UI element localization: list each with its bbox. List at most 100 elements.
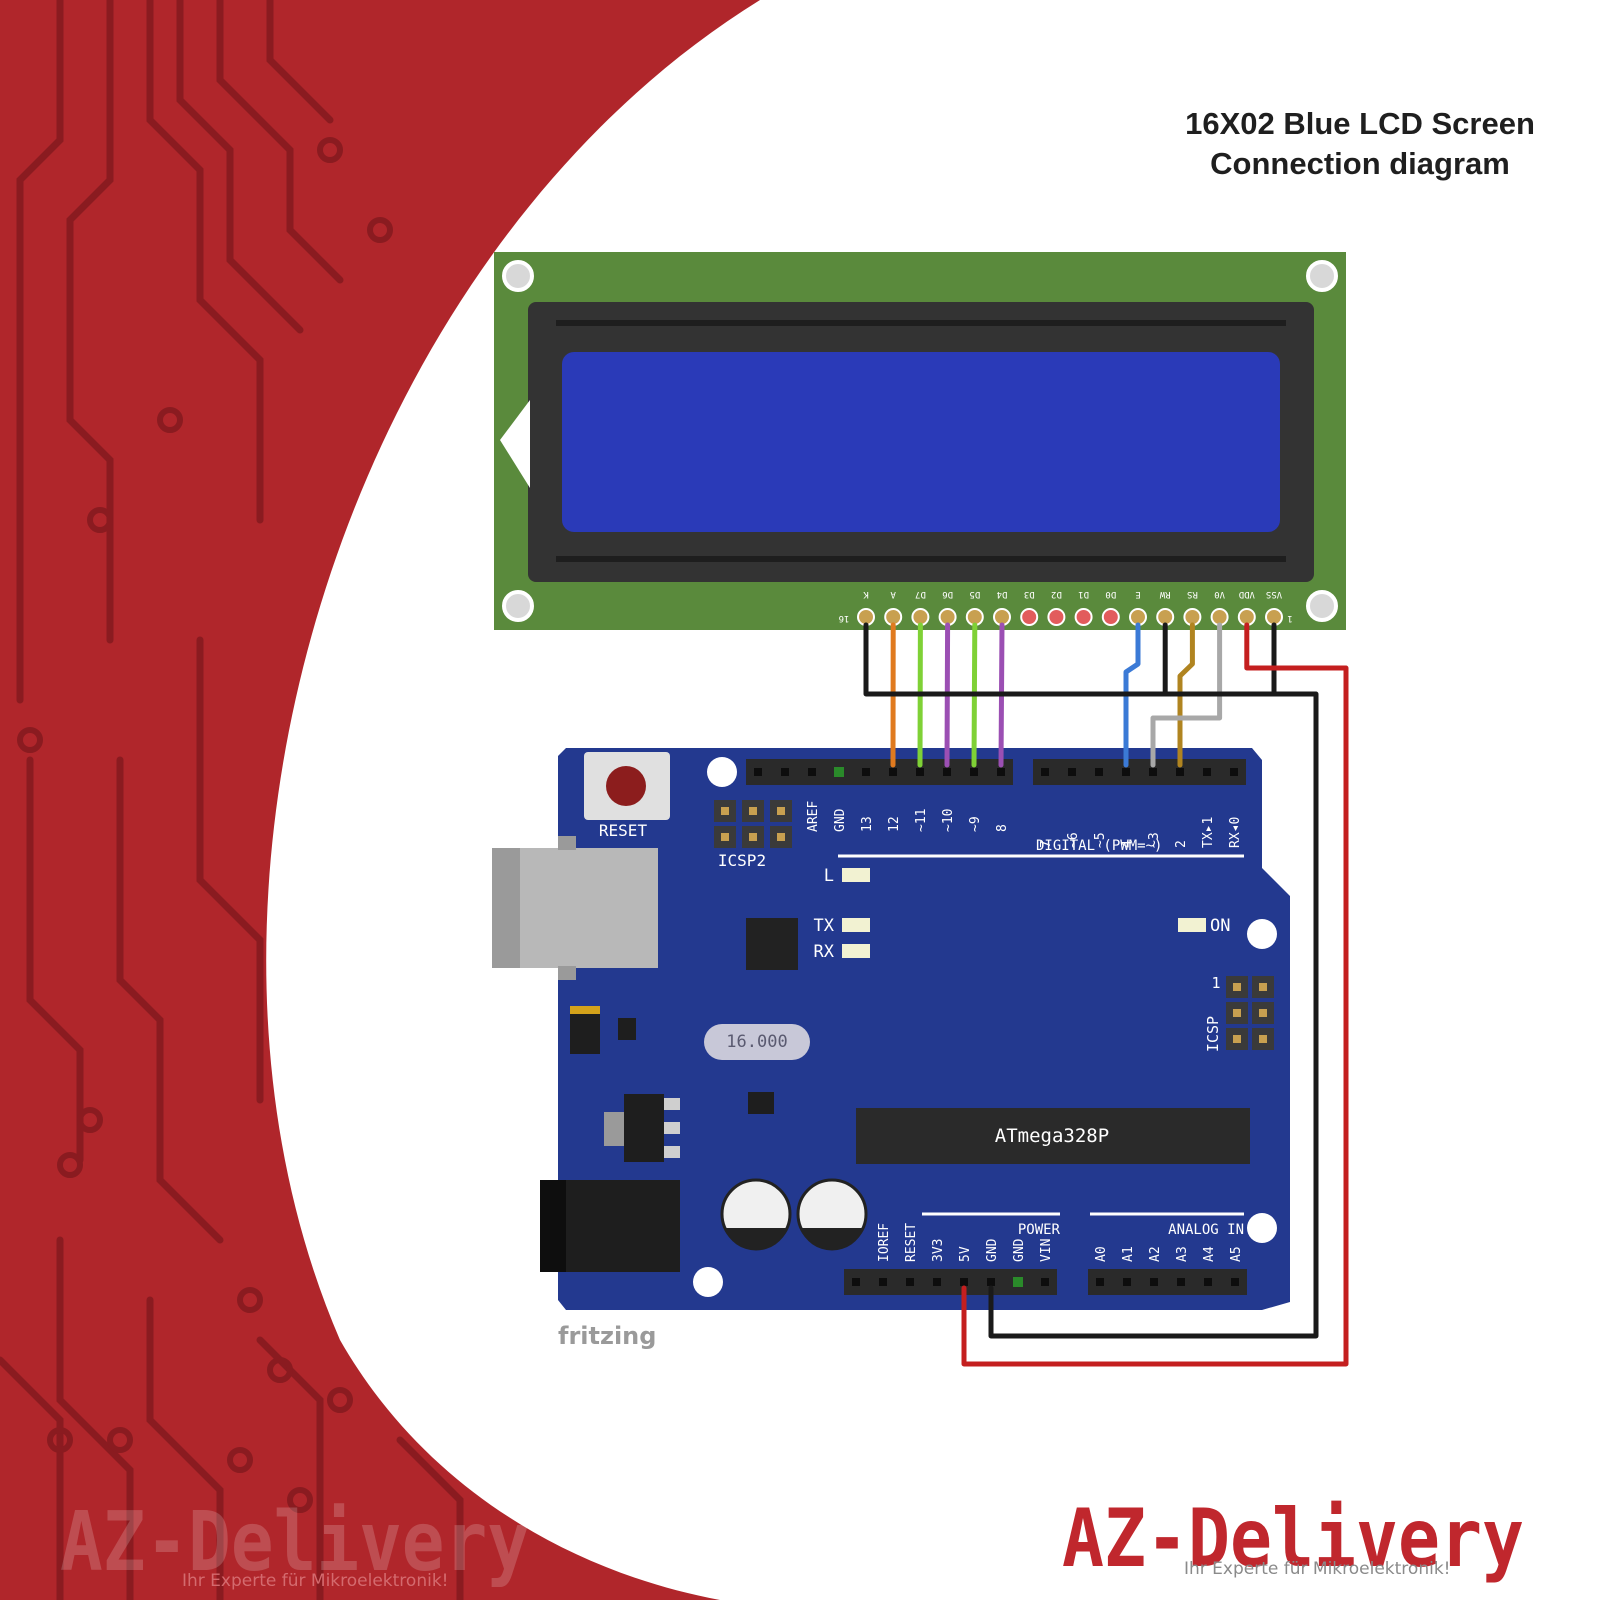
- pcb-via: [57, 1152, 83, 1178]
- regulator-leg: [664, 1146, 680, 1158]
- header-pin[interactable]: [970, 768, 978, 776]
- capacitor-band: [800, 1228, 864, 1251]
- arduino-pin-label: GND: [985, 1238, 1000, 1262]
- lcd-pin-label: K: [863, 589, 869, 599]
- led-tx-label: TX: [814, 916, 835, 936]
- pcb-trace: [266, 0, 334, 124]
- arduino-pin-label: ~3: [1147, 832, 1162, 848]
- lcd-pin-label: D3: [1024, 589, 1035, 599]
- arduino-pin-label: TX▸1: [1201, 817, 1216, 848]
- pcb-via: [17, 727, 43, 753]
- lcd-mount-hole: [1306, 260, 1338, 292]
- pcb-trace: [196, 636, 264, 1104]
- header-pin[interactable]: [1204, 1278, 1212, 1286]
- header-pin[interactable]: [960, 1278, 968, 1286]
- arduino-pin-label: ~5: [1093, 832, 1108, 848]
- header-pin[interactable]: [852, 1278, 860, 1286]
- lcd-pin-label: E: [1135, 589, 1140, 599]
- header-pin[interactable]: [987, 1278, 995, 1286]
- header-pin[interactable]: [906, 1278, 914, 1286]
- header-pin[interactable]: [1123, 1278, 1131, 1286]
- pcb-via: [227, 1447, 253, 1473]
- transistor: [618, 1018, 636, 1040]
- header-pin[interactable]: [754, 768, 762, 776]
- led-on-label: ON: [1210, 916, 1230, 936]
- power-header: [844, 1269, 1057, 1295]
- header-pin[interactable]: [1150, 1278, 1158, 1286]
- lcd-pin-number-first: 16: [839, 613, 850, 623]
- lcd-screen: [562, 352, 1280, 532]
- pcb-trace: [176, 0, 304, 334]
- pcb-trace: [16, 0, 64, 704]
- pcb-via: [157, 407, 183, 433]
- led-rx-label: RX: [814, 942, 835, 962]
- header-pin[interactable]: [916, 768, 924, 776]
- lcd-pin: [1047, 608, 1066, 626]
- arduino-pin-label: 5V: [958, 1246, 973, 1262]
- icsp2-label: ICSP2: [718, 851, 766, 870]
- brand-tagline: Ihr Experte für Mikroelektronik!: [1184, 1559, 1450, 1579]
- header-pin[interactable]: [1177, 1278, 1185, 1286]
- analog-header: [1088, 1269, 1247, 1295]
- arduino-pin-label: A3: [1175, 1246, 1190, 1262]
- header-pin[interactable]: [1095, 768, 1103, 776]
- header-pin[interactable]: [889, 768, 897, 776]
- lcd-pin-label: D5: [969, 589, 980, 599]
- pcb-trace: [216, 0, 344, 284]
- arduino-pin-label: AREF: [806, 801, 821, 832]
- icsp-pin-contact: [1233, 1009, 1241, 1017]
- header-pin[interactable]: [943, 768, 951, 776]
- arduino-pin-label: 7: [1039, 840, 1054, 848]
- arduino-pin-label: A5: [1229, 1246, 1244, 1262]
- pcb-trace: [146, 0, 264, 524]
- pcb-trace: [116, 756, 224, 1244]
- power-jack-front: [540, 1180, 566, 1272]
- lcd-bezel-highlight: [556, 556, 1286, 562]
- wire-lcd-v0-to-d3: [1150, 622, 1223, 768]
- pcb-traces: [0, 0, 464, 1600]
- header-pin[interactable]: [879, 1278, 887, 1286]
- header-pin[interactable]: [1203, 768, 1211, 776]
- header-pin[interactable]: [1041, 768, 1049, 776]
- header-pin[interactable]: [997, 768, 1005, 776]
- pcb-via: [107, 1427, 133, 1453]
- usb-tab: [558, 966, 576, 980]
- header-pin[interactable]: [1122, 768, 1130, 776]
- led-l: [842, 868, 870, 882]
- arduino-pin-label: RX◂0: [1228, 817, 1243, 848]
- icsp-label: ICSP: [1204, 1016, 1222, 1052]
- regulator-leg: [664, 1122, 680, 1134]
- pcb-background: [0, 0, 760, 1600]
- arduino-pin-label: A1: [1121, 1246, 1136, 1262]
- header-pin[interactable]: [1149, 768, 1157, 776]
- header-pin[interactable]: [781, 768, 789, 776]
- header-pin[interactable]: [808, 768, 816, 776]
- header-pin[interactable]: [1231, 1278, 1239, 1286]
- header-pin[interactable]: [1176, 768, 1184, 776]
- icsp-header: [1226, 976, 1274, 1050]
- analog-label: ANALOG IN: [1168, 1222, 1244, 1238]
- reset-button-cap[interactable]: [606, 766, 646, 806]
- header-pin[interactable]: [862, 768, 870, 776]
- arduino-pin-label: ~6: [1066, 832, 1081, 848]
- header-pin[interactable]: [1041, 1278, 1049, 1286]
- lcd-pin-label: D2: [1051, 589, 1062, 599]
- board-mount-hole: [1247, 919, 1277, 949]
- header-pin[interactable]: [1096, 1278, 1104, 1286]
- title-line-1: 16X02 Blue LCD Screen: [1185, 106, 1535, 141]
- brand-watermark-tagline: Ihr Experte für Mikroelektronik!: [182, 1571, 448, 1591]
- header-pin[interactable]: [933, 1278, 941, 1286]
- wire-lcd-vdd-to-5v: [961, 622, 1349, 1367]
- power-label: POWER: [1018, 1222, 1061, 1238]
- pcb-via: [267, 1357, 293, 1383]
- lcd-pin-label: D6: [942, 589, 953, 599]
- digital-header-left: [746, 759, 1013, 785]
- header-pin[interactable]: [1230, 768, 1238, 776]
- lcd-pin-label: VSS: [1266, 589, 1282, 599]
- header-pin[interactable]: [1068, 768, 1076, 776]
- pcb-via: [47, 1427, 73, 1453]
- icsp2-pin-contact: [721, 833, 729, 841]
- lcd-pin-label: VDD: [1239, 589, 1255, 599]
- arduino-pin-label: 8: [995, 824, 1010, 832]
- arduino-pin-label: GND: [1012, 1238, 1027, 1262]
